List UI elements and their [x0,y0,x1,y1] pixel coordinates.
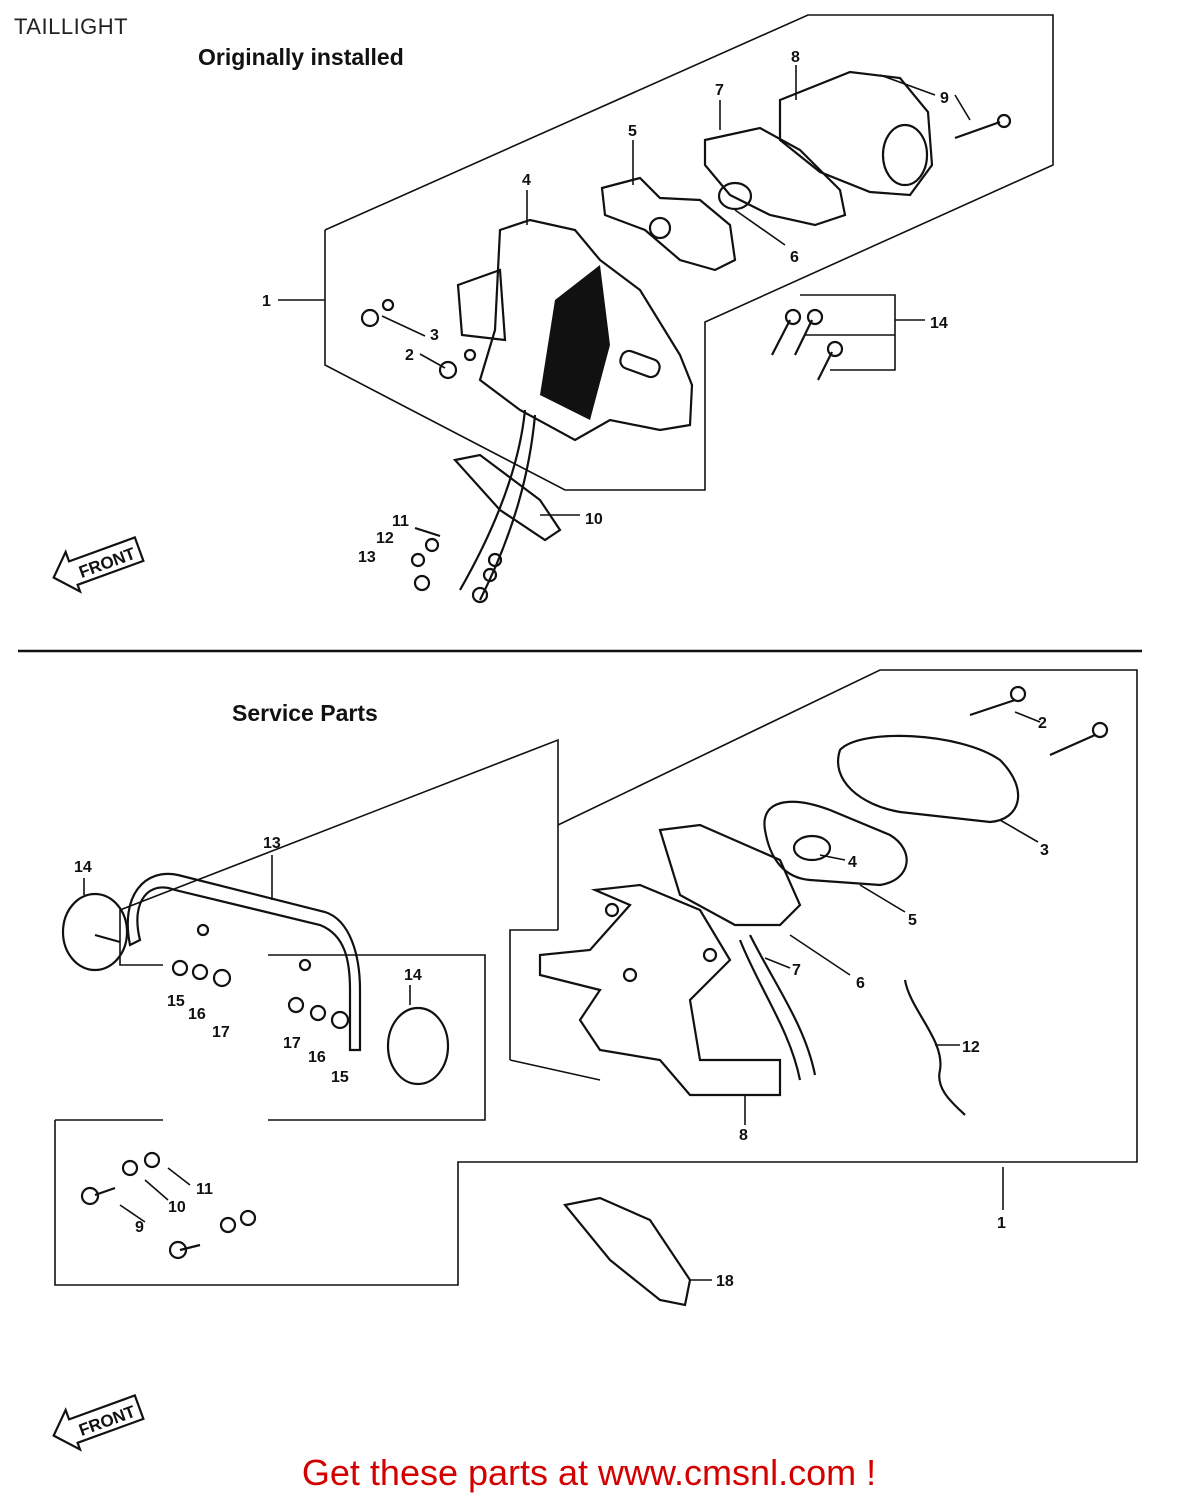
callout-bottom-10: 10 [168,1199,186,1216]
bracket-shadow [540,265,610,420]
callout-bottom-3: 3 [1040,842,1049,859]
callout-bottom-7: 7 [792,962,801,979]
callout-bottom-13: 13 [263,835,281,852]
service-wire [903,979,966,1116]
callout-bottom-9: 9 [135,1219,144,1236]
reflector-right [386,1006,450,1086]
callout-bottom-11: 11 [196,1181,213,1198]
callout-bottom-4: 4 [848,854,857,871]
reflector-bar [126,872,362,1052]
callout-bottom-6: 6 [856,975,865,992]
callout-top-3: 3 [430,327,439,344]
page-title: TAILLIGHT [14,14,129,39]
callout-top-12: 12 [376,530,394,547]
callout-bottom-17b: 17 [283,1035,301,1052]
section-title-service-parts: Service Parts [232,700,378,726]
callout-top-8: 8 [791,49,800,66]
gasket [600,176,737,272]
lens-gasket [703,126,847,227]
callout-bottom-16b: 16 [308,1049,326,1066]
taillight-lens [778,70,934,197]
service-base [538,883,782,1097]
bracket-tab [456,268,507,342]
callout-top-1: 1 [262,293,271,310]
service-bulb [792,834,832,862]
front-arrow-top: FRONT [52,535,145,594]
callout-bottom-14b: 14 [404,967,422,984]
callout-top-5: 5 [628,123,637,140]
callout-top-4: 4 [522,172,531,189]
callout-bottom-18: 18 [716,1273,734,1290]
callout-bottom-5: 5 [908,912,917,929]
top-assembly: 1 2 3 4 5 6 7 8 9 10 11 12 13 14 FRONT [52,14,1054,604]
callout-bottom-2: 2 [1038,715,1047,732]
front-label-top: FRONT [76,544,138,582]
callout-top-14: 14 [930,315,948,332]
service-lens [837,734,1020,824]
callout-bottom-12: 12 [962,1039,980,1056]
callout-bottom-17a: 17 [212,1024,230,1041]
reflector-left [61,892,129,972]
footer-link[interactable]: Get these parts at www.cmsnl.com ! [301,1452,877,1493]
taillight-bracket [478,218,694,442]
bottom-assembly: 1 2 3 4 5 6 7 8 9 10 11 12 13 14 14 15 1… [52,669,1138,1452]
front-label-bottom: FRONT [76,1402,138,1440]
lens-screw [954,120,1001,140]
callout-top-2: 2 [405,347,414,364]
callout-top-11: 11 [392,513,409,530]
callout-top-9: 9 [940,90,949,107]
bolt-set [771,308,844,381]
callout-bottom-14a: 14 [74,859,92,876]
callout-bottom-16a: 16 [188,1006,206,1023]
callout-top-7: 7 [715,82,724,99]
license-plate-bracket [562,1196,692,1307]
callout-top-13: 13 [358,549,376,566]
section-title-originally-installed: Originally installed [198,44,404,70]
callout-bottom-15a: 15 [167,993,185,1010]
wire-grommet [452,453,562,542]
leader-lines-bottom [83,711,1041,1281]
front-arrow-bottom: FRONT [52,1393,145,1452]
callout-top-10: 10 [585,511,603,528]
wiring [459,409,527,591]
service-gasket [658,823,802,927]
callout-top-6: 6 [790,249,799,266]
bulb [717,181,753,211]
callout-bottom-15b: 15 [331,1069,349,1086]
leader-lines-top [278,65,971,516]
callout-bottom-8: 8 [739,1127,748,1144]
callout-bottom-1: 1 [997,1215,1006,1232]
